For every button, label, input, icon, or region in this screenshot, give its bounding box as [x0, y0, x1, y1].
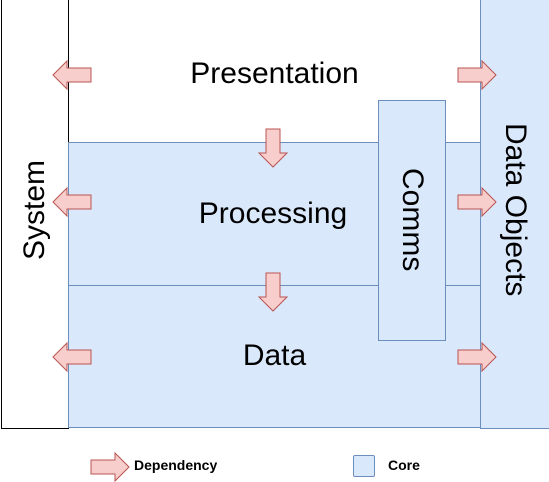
comms-label: Comms: [396, 168, 429, 272]
legend-core-label: Core: [388, 457, 420, 473]
processing-label: Processing: [198, 197, 348, 230]
legend-dependency-arrow-icon: [90, 451, 130, 482]
dependency-arrow-data-data-objects: [457, 341, 497, 373]
dependency-arrow-presentation-data-objects: [457, 59, 497, 91]
presentation-label: Presentation: [190, 57, 359, 90]
dependency-arrow-data-system: [52, 341, 92, 373]
comms-box: [378, 100, 446, 341]
legend-dependency-label: Dependency: [134, 457, 218, 473]
dependency-arrow-presentation-system: [52, 59, 92, 91]
dependency-arrow-presentation-processing: [257, 128, 289, 168]
data-label: Data: [242, 339, 307, 372]
legend-core-swatch: [353, 455, 375, 477]
dependency-arrow-processing-system: [52, 186, 92, 218]
data-objects-label: Data Objects: [499, 123, 532, 297]
dependency-arrow-processing-data-objects: [457, 186, 497, 218]
dependency-arrow-processing-data: [257, 272, 289, 312]
